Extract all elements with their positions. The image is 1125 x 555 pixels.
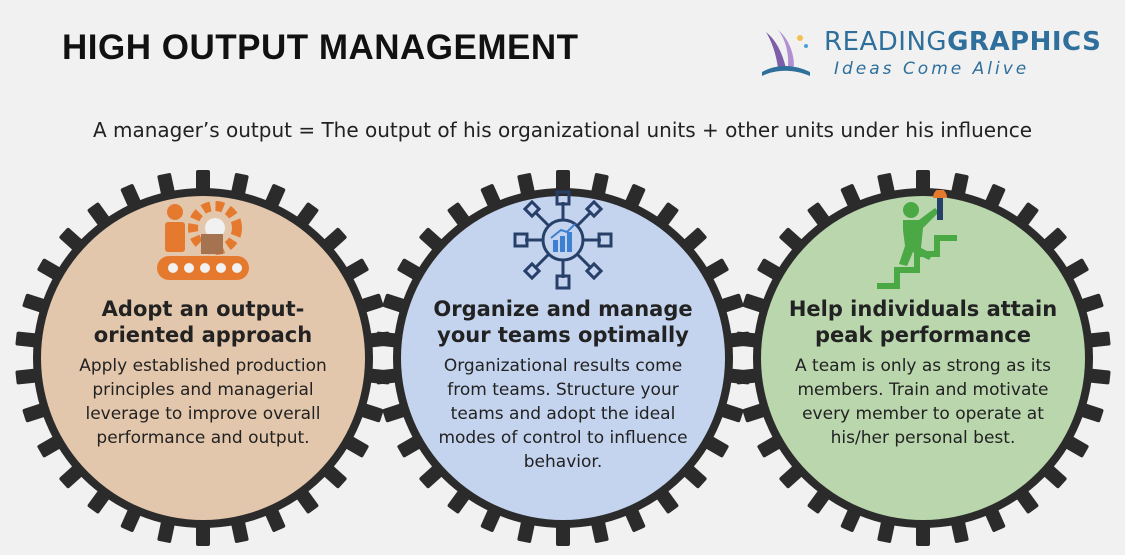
climber-torch-icon (877, 190, 957, 289)
gear-shape-1 (15, 170, 391, 546)
book-butterfly-logo-icon (762, 30, 810, 76)
formula-subtitle: A manager’s output = The output of his o… (92, 118, 1033, 142)
panel-content: Adopt an output-oriented approach Apply … (53, 168, 353, 548)
gear-shape-3 (735, 170, 1111, 546)
panel-body-text: Apply established production principles … (79, 356, 327, 448)
panel-heading: Help individuals attain peak performance (788, 297, 1058, 347)
logo-word-light: READING (824, 27, 948, 57)
logo-word-bold: GRAPHICS (947, 27, 1102, 57)
panel-content: Help individuals attain peak performance… (773, 168, 1073, 548)
network-chart-icon (513, 190, 613, 290)
gear-face (401, 196, 725, 520)
logo-wordmark: READINGGRAPHICS (824, 27, 1101, 57)
panel-heading: Organize and manage your teams optimally (433, 297, 693, 347)
panel-heading: Adopt an output-oriented approach (93, 297, 313, 347)
gear-shape-2 (375, 170, 751, 546)
logo-tagline: Ideas Come Alive (834, 59, 1030, 79)
page-title: HIGH OUTPUT MANAGEMENT (62, 28, 579, 67)
gear-face (761, 196, 1085, 520)
panel-body-text: Organizational results come from teams. … (438, 356, 688, 472)
gear-face (41, 196, 365, 520)
panel-content: Organize and manage your teams optimally… (413, 168, 713, 548)
gear-panel-teams: Organize and manage your teams optimally… (373, 168, 753, 548)
gear-panel-individuals: Help individuals attain peak performance… (733, 168, 1113, 548)
gear-panel-output: Adopt an output-oriented approach Apply … (13, 168, 393, 548)
production-line-icon (157, 201, 249, 280)
panel-body-text: A team is only as strong as its members.… (795, 356, 1051, 448)
readinggraphics-logo: READINGGRAPHICS Ideas Come Alive (756, 24, 1101, 84)
